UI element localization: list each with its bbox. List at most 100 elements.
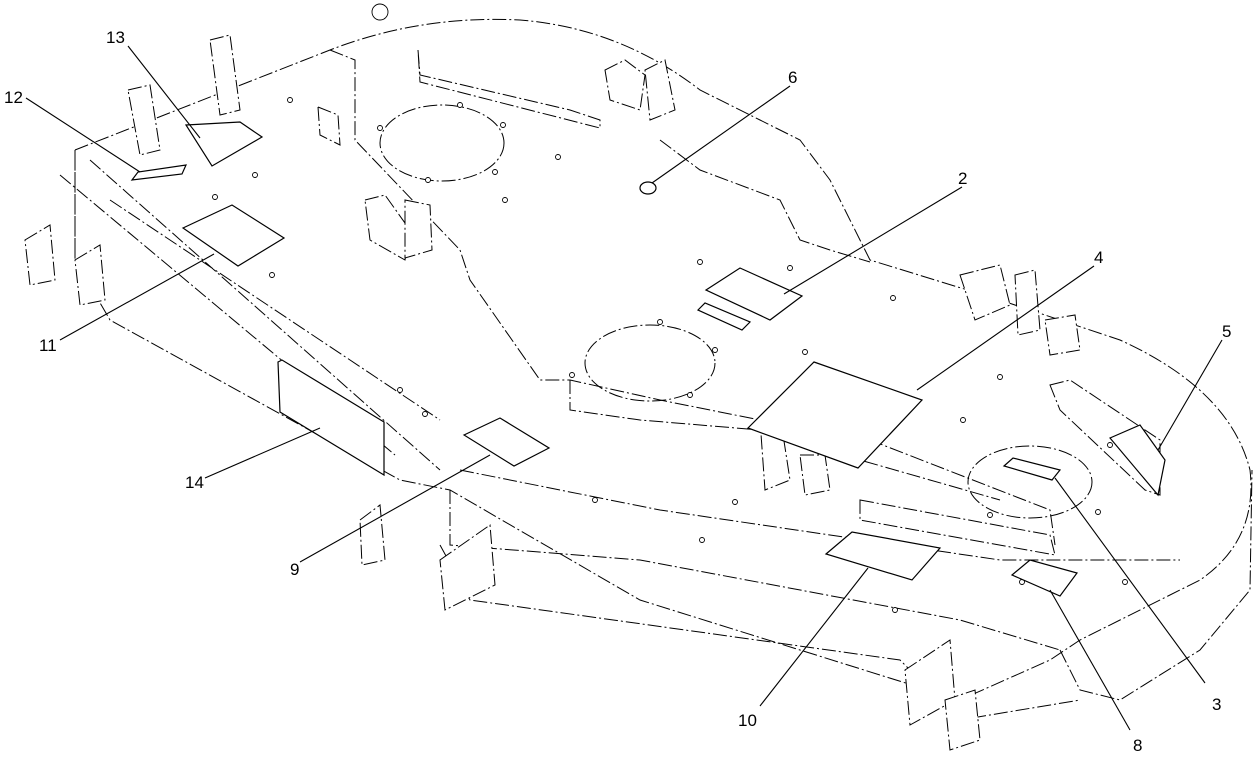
deck-rear-ledge — [659, 139, 871, 263]
callout-labels: 2 3 4 5 6 8 9 10 11 12 13 14 — [4, 28, 1231, 755]
rear-center-bracket-2 — [644, 59, 676, 121]
decals — [130, 121, 1166, 597]
bolt-hole — [377, 125, 383, 131]
bolt-hole — [422, 411, 428, 417]
leader-2 — [783, 186, 963, 295]
leader-13 — [127, 45, 201, 139]
callout-8: 8 — [1133, 736, 1142, 755]
bolt-hole — [657, 319, 663, 325]
bolt-holes — [212, 97, 1128, 613]
bolt-hole — [712, 347, 718, 353]
deck-front-skirt — [1059, 469, 1253, 701]
decal-12 — [130, 164, 187, 181]
bolt-hole — [1107, 442, 1113, 448]
leader-3 — [1054, 477, 1206, 684]
decal-2 — [704, 267, 804, 321]
left-baffle — [317, 106, 341, 146]
bolt-hole — [212, 194, 218, 200]
leader-11 — [59, 253, 215, 341]
bolt-hole — [397, 387, 403, 393]
bolt-hole — [697, 259, 703, 265]
bolt-hole — [592, 497, 598, 503]
decal-11 — [181, 204, 286, 267]
leader-14 — [204, 427, 321, 479]
right-rear-bracket — [959, 264, 1011, 321]
deck-side-plate — [569, 380, 1001, 501]
deck-top-plate — [74, 18, 1252, 701]
callout-14: 14 — [185, 473, 204, 492]
rear-center-bracket — [604, 59, 646, 111]
callout-13: 13 — [106, 28, 125, 47]
bolt-hole — [555, 154, 561, 160]
decal-3 — [1002, 457, 1062, 481]
bolt-hole — [425, 177, 431, 183]
bolt-hole — [1122, 579, 1128, 585]
decal-8 — [1010, 559, 1079, 597]
bolt-hole — [569, 372, 575, 378]
bolt-hole — [987, 512, 993, 518]
callout-11: 11 — [39, 336, 57, 355]
rear-left-bracket — [127, 84, 161, 156]
callout-4: 4 — [1094, 248, 1103, 267]
right-rear-bracket-2 — [1014, 269, 1041, 336]
front-hanger-d — [944, 689, 981, 751]
bolt-hole — [787, 265, 793, 271]
top-knob — [371, 3, 389, 21]
decal-10 — [824, 531, 942, 581]
deck-lower-rail — [459, 469, 1180, 561]
left-front-hanger — [24, 224, 56, 286]
callout-3: 3 — [1212, 695, 1221, 714]
left-spindle-opening — [379, 104, 505, 182]
bolt-hole — [687, 392, 693, 398]
rear-baffle — [417, 49, 601, 129]
bolt-hole — [1095, 509, 1101, 515]
front-hanger-b — [439, 524, 496, 611]
callout-12: 12 — [4, 88, 23, 107]
leader-10 — [759, 567, 869, 707]
decal-5 — [1109, 424, 1166, 497]
left-front-hanger-2 — [74, 244, 106, 306]
leader-9 — [299, 454, 491, 563]
bolt-hole — [960, 417, 966, 423]
deck-body — [59, 18, 1253, 721]
center-spindle-opening — [584, 324, 716, 402]
leader-5 — [1157, 339, 1223, 451]
bolt-hole — [732, 499, 738, 505]
bolt-hole — [252, 172, 258, 178]
leader-4 — [916, 265, 1095, 391]
bolt-hole — [269, 272, 275, 278]
decal-9 — [462, 417, 551, 467]
right-spindle-opening — [967, 445, 1093, 519]
mounting-brackets — [24, 3, 1161, 751]
deck-left-rail — [59, 150, 441, 471]
spindle-openings — [379, 104, 1093, 519]
leader-lines — [25, 45, 1223, 731]
bolt-hole — [892, 607, 898, 613]
leader-12 — [25, 97, 141, 173]
bolt-hole — [492, 169, 498, 175]
decal-14 — [277, 359, 385, 477]
decal-13 — [184, 121, 264, 167]
callout-9: 9 — [290, 560, 299, 579]
bolt-hole — [500, 122, 506, 128]
decal-2-strip — [696, 302, 752, 331]
bolt-hole — [287, 97, 293, 103]
bolt-hole — [997, 374, 1003, 380]
deck-lower-front — [439, 544, 1081, 721]
deck-front-edge — [449, 490, 1061, 651]
deck-center-plate — [329, 49, 1056, 546]
right-bracket-3 — [1044, 314, 1081, 356]
bolt-hole — [802, 349, 808, 355]
decal-6 — [639, 181, 657, 195]
rear-left-bracket-2 — [209, 34, 241, 116]
leader-8 — [1049, 589, 1131, 731]
leader-6 — [651, 85, 791, 184]
callout-5: 5 — [1222, 322, 1231, 341]
bolt-hole — [890, 295, 896, 301]
front-center-bracket-2 — [799, 454, 831, 496]
bolt-hole — [699, 537, 705, 543]
callout-6: 6 — [788, 68, 797, 87]
baffle-plate — [1049, 379, 1161, 496]
bolt-hole — [457, 102, 463, 108]
